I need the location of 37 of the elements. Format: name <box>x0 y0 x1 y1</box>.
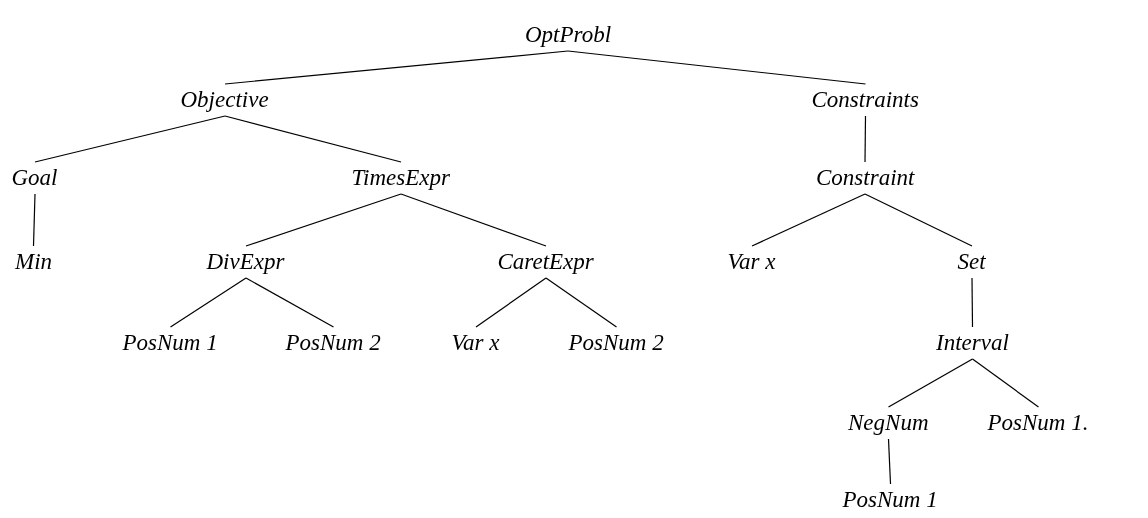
tree-node-label: PosNum 1. <box>987 411 1089 435</box>
tree-edge <box>400 193 547 247</box>
tree-edge <box>32 193 36 247</box>
tree-node-label: OptProbl <box>525 23 612 47</box>
tree-edge <box>545 277 618 328</box>
tree-node-label: Min <box>15 250 53 274</box>
tree-edge <box>887 358 974 408</box>
tree-edge <box>567 50 867 85</box>
tree-edge <box>971 358 1040 408</box>
tree-node-label: PosNum 1 <box>842 488 938 512</box>
tree-edge <box>864 115 867 163</box>
tree-edge <box>245 193 402 247</box>
tree-node-label: Var x <box>451 331 500 355</box>
tree-edge <box>224 50 569 85</box>
tree-edge <box>887 438 892 485</box>
tree-edge <box>864 193 973 247</box>
tree-edge <box>971 277 974 328</box>
tree-node-label: TimesExpr <box>351 166 450 190</box>
tree-node-label: Constraint <box>816 166 915 190</box>
tree-edge <box>751 193 866 247</box>
tree-node-label: Interval <box>936 331 1009 355</box>
tree-edge <box>169 277 247 328</box>
tree-node-label: CaretExpr <box>497 250 594 274</box>
tree-node-label: Objective <box>180 88 269 112</box>
tree-node-label: DivExpr <box>206 250 285 274</box>
tree-edge <box>224 115 402 163</box>
tree-node-label: NegNum <box>848 411 929 435</box>
tree-edge <box>34 115 226 163</box>
tree-node-label: PosNum 2 <box>285 331 381 355</box>
tree-node-label: PosNum 2 <box>568 331 664 355</box>
tree-edge <box>475 277 547 328</box>
tree-node-label: Goal <box>11 166 58 190</box>
tree-node-label: Constraints <box>811 88 919 112</box>
tree-node-label: Var x <box>727 250 776 274</box>
tree-node-label: PosNum 1 <box>122 331 218 355</box>
tree-node-label: Set <box>957 250 986 274</box>
tree-edge <box>245 277 335 328</box>
